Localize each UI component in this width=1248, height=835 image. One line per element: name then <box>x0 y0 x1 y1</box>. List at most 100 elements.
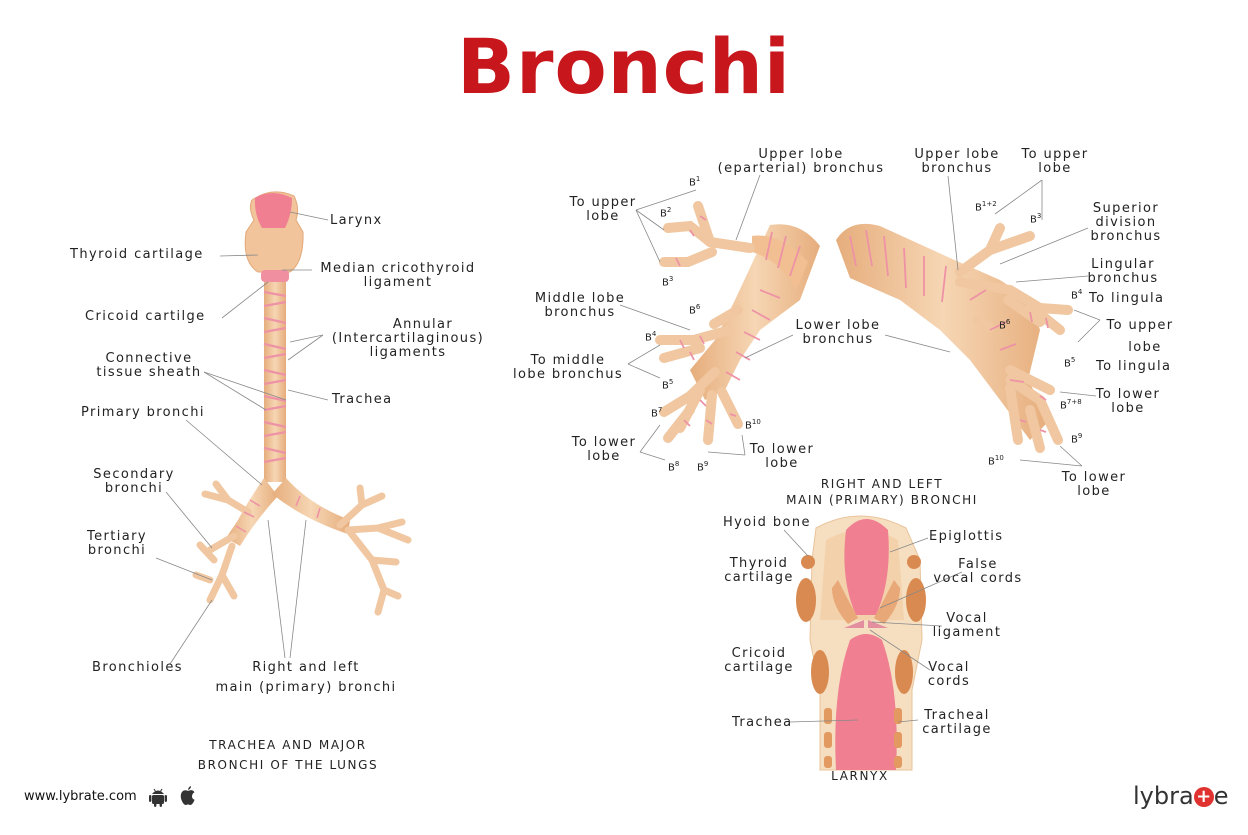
label-secondary-line2: bronchi <box>104 481 164 496</box>
segment-b4: B4 <box>645 330 657 344</box>
label-thyroid-cartilage: Thyroid cartilage <box>70 247 204 262</box>
label-to-upper-r-line1: To upper <box>569 195 637 210</box>
label-tomiddle-line1: To middle <box>530 353 606 368</box>
label-to-upper-lobe-left-2: To upper lobe <box>1100 319 1180 355</box>
label-upper-ep-line2: (eparterial) bronchus <box>717 161 885 176</box>
page-title: Bronchi <box>457 22 791 111</box>
label-tracheal-line2: cartilage <box>922 722 992 737</box>
label-annular-ligaments: Annular (Intercartilaginous) ligaments <box>322 318 494 360</box>
label-to-upper-r-line2: lobe <box>586 209 620 224</box>
brand-text-post: e <box>1213 782 1229 810</box>
trachea-leader-lines <box>155 211 329 665</box>
label-upper-l-line1: Upper lobe <box>914 147 1000 162</box>
label-tolower-r2-line1: To lower <box>749 442 815 457</box>
label-middle-line1: Middle lobe <box>534 291 626 306</box>
label-tolower-r2-line2: lobe <box>765 456 799 471</box>
label-to-upper-l2-line2: lobe <box>1128 340 1162 355</box>
label-superior-division-bronchus: Superior division bronchus <box>1084 202 1168 244</box>
segment-b5: B5 <box>662 378 674 392</box>
label-cricoid-cartilage: Cricoid cartilge <box>85 309 206 324</box>
label-tertiary-bronchi: Tertiary bronchi <box>72 530 162 558</box>
label-tomiddle-line2: lobe bronchus <box>512 367 624 382</box>
label-connective-tissue: Connective tissue sheath <box>90 352 208 380</box>
caption-bronchi: RIGHT AND LEFT MAIN (PRIMARY) BRONCHI <box>764 476 1000 508</box>
label-to-lingula-2: To lingula <box>1096 359 1172 374</box>
label-tertiary-line2: bronchi <box>87 543 147 558</box>
label-median-line2: ligament <box>363 275 433 290</box>
segment-l-b4: B4 <box>1071 288 1083 302</box>
bronchi-leader-lines <box>619 174 1101 467</box>
segment-l-b9: B9 <box>1071 432 1083 446</box>
label-superior-line1: Superior <box>1092 201 1160 216</box>
android-icon[interactable] <box>148 786 168 808</box>
label-thyroid-cartilage-larynx: Thyroid cartilage <box>718 557 800 585</box>
label-thyroid-l-line2: cartilage <box>724 570 794 585</box>
segment-l-b7-8: B7+8 <box>1060 398 1082 412</box>
label-tolower-r1-line1: To lower <box>571 435 637 450</box>
label-lingular-line1: Lingular <box>1091 257 1155 272</box>
label-vocal-c-line1: Vocal <box>928 660 970 675</box>
label-lingular-line2: bronchus <box>1087 271 1159 286</box>
label-primary-bronchi: Primary bronchi <box>81 405 205 420</box>
segment-b6: B6 <box>689 303 701 317</box>
label-to-lower-lobe-left-2: To lower lobe <box>1056 471 1132 499</box>
label-median-cricothyroid: Median cricothyroid ligament <box>312 262 484 290</box>
segment-l-b5: B5 <box>1064 356 1076 370</box>
label-secondary-line1: Secondary <box>93 467 175 482</box>
label-hyoid-bone: Hyoid bone <box>723 515 811 530</box>
label-lower-line2: bronchus <box>802 332 874 347</box>
label-vocal-c-line2: cords <box>927 674 971 689</box>
segment-l-b3: B3 <box>1030 212 1042 226</box>
larynx-leader-lines <box>783 529 963 723</box>
label-annular-line1: Annular <box>392 317 454 332</box>
segment-l-b1-2: B1+2 <box>975 200 997 214</box>
label-superior-line2: division <box>1095 215 1157 230</box>
segment-b1: B1 <box>689 175 701 189</box>
label-rightleft-line2: main (primary) bronchi <box>215 680 397 695</box>
label-connective-line2: tissue sheath <box>96 365 202 380</box>
label-lingular-bronchus: Lingular bronchus <box>1080 258 1166 286</box>
segment-b2: B2 <box>660 206 672 220</box>
label-to-lower-lobe-right-1: To lower lobe <box>566 436 642 464</box>
segment-b10: B10 <box>745 418 761 432</box>
label-median-line1: Median cricothyroid <box>320 261 476 276</box>
label-upper-l-line2: bronchus <box>921 161 993 176</box>
label-larynx: Larynx <box>330 213 383 228</box>
brand-logo: lybra+e <box>1133 782 1228 810</box>
label-rightleft-line1: Right and left <box>252 660 360 675</box>
label-superior-line3: bronchus <box>1090 229 1162 244</box>
label-to-upper-l-line1: To upper <box>1021 147 1089 162</box>
caption-larynx: LARNYX <box>831 769 889 783</box>
caption-trachea: TRACHEA AND MAJOR BRONCHI OF THE LUNGS <box>180 737 396 773</box>
label-lower-lobe-bronchus: Lower lobe bronchus <box>786 319 890 347</box>
larynx-illustration <box>796 515 926 771</box>
label-to-lingula-1: To lingula <box>1089 291 1165 306</box>
label-trachea: Trachea <box>332 392 393 407</box>
label-trachea-larynx: Trachea <box>732 715 793 730</box>
segment-b7: B7 <box>651 406 663 420</box>
label-tolower-l2-line2: lobe <box>1077 484 1111 499</box>
label-annular-line2: (Intercartilaginous) <box>331 331 485 346</box>
label-cricoid-l-line2: cartilage <box>724 660 794 675</box>
label-cricoid-cartilage-larynx: Cricoid cartilage <box>718 647 800 675</box>
caption-trachea-line1: TRACHEA AND MAJOR <box>209 738 367 752</box>
label-upper-lobe-eparterial: Upper lobe (eparterial) bronchus <box>708 148 894 176</box>
label-to-middle-lobe-bronchus: To middle lobe bronchus <box>506 354 630 382</box>
label-tolower-l1-line2: lobe <box>1111 401 1145 416</box>
label-epiglottis: Epiglottis <box>929 529 1004 544</box>
label-tertiary-line1: Tertiary <box>87 529 147 544</box>
bronchi-illustration <box>655 201 1073 453</box>
label-middle-line2: bronchus <box>544 305 616 320</box>
label-tolower-r1-line2: lobe <box>587 449 621 464</box>
label-to-upper-l2-line1: To upper <box>1106 318 1174 333</box>
segment-l-b6: B6 <box>999 318 1011 332</box>
apple-icon[interactable] <box>178 785 198 807</box>
label-to-upper-lobe-left: To upper lobe <box>1012 148 1098 176</box>
label-vocal-lig-line1: Vocal <box>946 611 988 626</box>
label-false-vocal-cords: False vocal cords <box>926 558 1030 586</box>
brand-plus-icon: + <box>1193 787 1214 807</box>
website-link[interactable]: www.lybrate.com <box>24 789 137 804</box>
label-false-line2: vocal cords <box>933 571 1023 586</box>
label-tracheal-cartilage: Tracheal cartilage <box>914 709 1000 737</box>
